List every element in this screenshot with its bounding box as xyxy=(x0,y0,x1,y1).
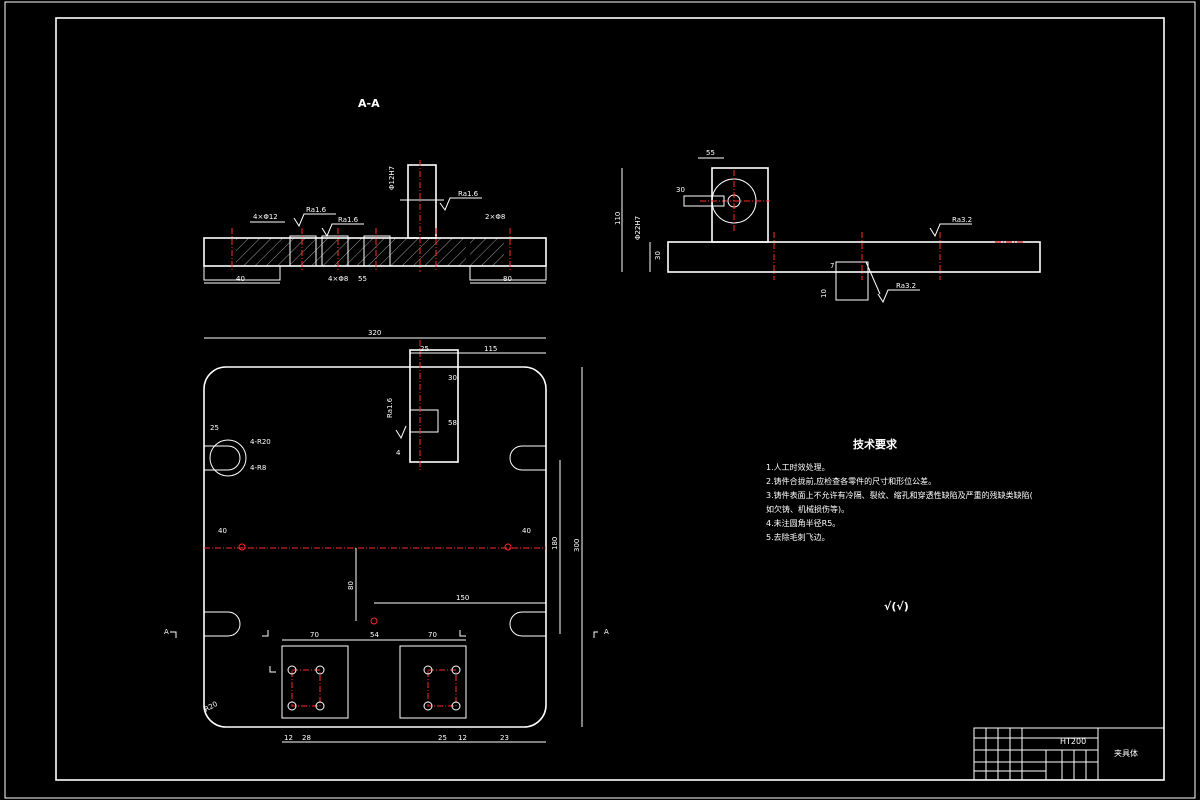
inner-border xyxy=(55,17,1165,781)
dim-bot-12a: 12 xyxy=(284,734,293,742)
dim-pad-gap: 54 xyxy=(370,631,379,639)
dim-overall-width: 320 xyxy=(368,329,381,337)
dim-inner-height: 180 xyxy=(551,537,559,550)
dim-holes-top: 4×Φ12 xyxy=(253,213,278,221)
title-material: HT200 xyxy=(1060,737,1086,746)
tech-item-5: 4.未注圆角半径R5。 xyxy=(766,518,840,528)
plan-roughness: Ra1.6 xyxy=(386,397,394,418)
dim-block-right: 115 xyxy=(484,345,497,353)
dim-right: 80 xyxy=(503,275,512,283)
side-roughness-2: Ra3.2 xyxy=(896,282,916,290)
tech-item-1: 1.人工时效处理。 xyxy=(766,462,830,472)
tech-item-6: 5.去除毛刺飞边。 xyxy=(766,532,830,542)
dim-pad-right: 70 xyxy=(428,631,437,639)
section-mark-left: A xyxy=(164,628,169,636)
dim-small: 2×Φ8 xyxy=(485,213,505,221)
side-bore-v: Φ22H7 xyxy=(634,216,642,240)
dim-slot-r2: 4-R8 xyxy=(250,464,266,472)
dim-vertical: Φ12H7 xyxy=(388,166,396,190)
dim-pad-left: 70 xyxy=(310,631,319,639)
dim-slot-left: 25 xyxy=(210,424,219,432)
side-slot-w: 7 xyxy=(830,262,834,270)
side-view: 110 30 55 30 Φ22H7 10 7 Ra3.2 Ra3.2 xyxy=(614,149,1041,304)
dim-left-40: 40 xyxy=(218,527,227,535)
roughness-1: Ra1.6 xyxy=(306,206,327,214)
outer-border xyxy=(4,1,1196,799)
dim-bot-25: 25 xyxy=(438,734,447,742)
section-mark-right: A xyxy=(604,628,609,636)
tech-item-3: 3.铸件表面上不允许有冷隔、裂纹、缩孔和穿透性缺陷及严重的残缺类缺陷( xyxy=(766,490,1033,500)
title-name: 夹具体 xyxy=(1114,748,1138,758)
dim-mid: 55 xyxy=(358,275,367,283)
dim-block-h2: 58 xyxy=(448,419,457,427)
roughness-symbol: √(√) xyxy=(884,600,909,613)
dim-right-40: 40 xyxy=(522,527,531,535)
dim-block-w: 25 xyxy=(420,345,429,353)
tech-item-4: 如欠铸、机械损伤等)。 xyxy=(766,504,849,514)
tech-item-2: 2.铸件合拢前,应检查各零件的尺寸和形位公差。 xyxy=(766,476,936,486)
title-block: HT200 夹具体 xyxy=(973,727,1165,781)
section-view: A-A 40 80 4×Φ12 4×Φ8 55 2×Φ8 Φ12H7 xyxy=(203,97,547,284)
dim-left: 40 xyxy=(236,275,245,283)
side-base: 30 xyxy=(654,251,662,260)
plan-view: 320 25 115 30 58 4 25 4-R20 4-R8 40 40 8… xyxy=(164,329,609,743)
roughness-3: Ra1.6 xyxy=(458,190,479,198)
dim-horiz-150: 150 xyxy=(456,594,469,602)
tech-requirements: 技术要求 1.人工时效处理。 2.铸件合拢前,应检查各零件的尺寸和形位公差。 3… xyxy=(766,437,1033,613)
side-bore: 30 xyxy=(676,186,685,194)
roughness-2: Ra1.6 xyxy=(338,216,359,224)
dim-block-small: 4 xyxy=(396,449,401,457)
dim-bot-12b: 12 xyxy=(458,734,467,742)
dim-bot-28: 28 xyxy=(302,734,311,742)
side-slot: 10 xyxy=(820,289,828,298)
dim-vert-80: 80 xyxy=(347,581,355,590)
side-roughness-1: Ra3.2 xyxy=(952,216,972,224)
dim-bot-23: 23 xyxy=(500,734,509,742)
dim-corner: R20 xyxy=(203,700,219,714)
section-label: A-A xyxy=(358,97,380,110)
side-top: 55 xyxy=(706,149,715,157)
dim-slot-r1: 4-R20 xyxy=(250,438,271,446)
dim-holes-bot: 4×Φ8 xyxy=(328,275,348,283)
dim-overall-height: 300 xyxy=(573,539,581,552)
dim-block-h1: 30 xyxy=(448,374,457,382)
tech-title: 技术要求 xyxy=(853,437,898,451)
side-height: 110 xyxy=(614,212,622,225)
